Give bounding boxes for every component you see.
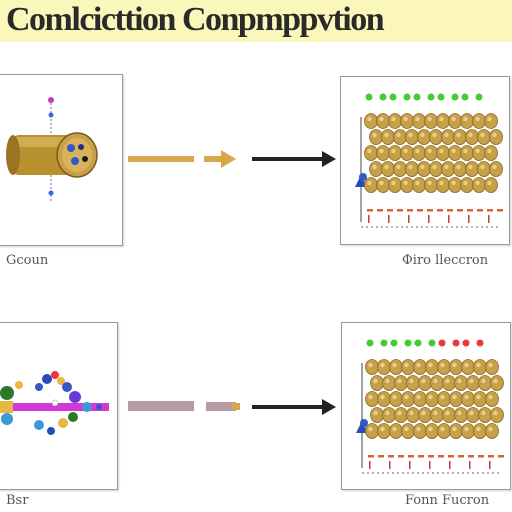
arrow-icon (128, 156, 194, 162)
caption-row1-left: Gcoun (6, 253, 49, 268)
panel-row2-left (0, 322, 118, 490)
panel-row2-right (341, 322, 511, 490)
page-title: Comlcicttion Conpmppvtion (6, 1, 385, 38)
panel-row1-left (0, 74, 123, 246)
arrow-icon (206, 402, 240, 411)
caption-row1-right: Фiro lleccron (402, 253, 489, 268)
arrow-icon (128, 401, 194, 411)
arrow-group-row2 (128, 399, 336, 415)
bead-grid-icon (355, 93, 503, 228)
arrow-icon (204, 150, 236, 168)
arrow-group-row1 (128, 150, 336, 168)
caption-row2-left: Bsr (6, 493, 29, 508)
caption-row2-right: Fonn Fucron (405, 493, 490, 508)
panel-row1-right (340, 76, 510, 245)
arrow-icon (252, 399, 336, 415)
gold-cylinder-icon (6, 97, 98, 201)
title-band: Comlcicttion Conpmppvtion (0, 0, 512, 42)
molecule-icon (0, 371, 109, 435)
arrow-icon (252, 151, 336, 167)
bead-grid-icon (356, 339, 504, 474)
